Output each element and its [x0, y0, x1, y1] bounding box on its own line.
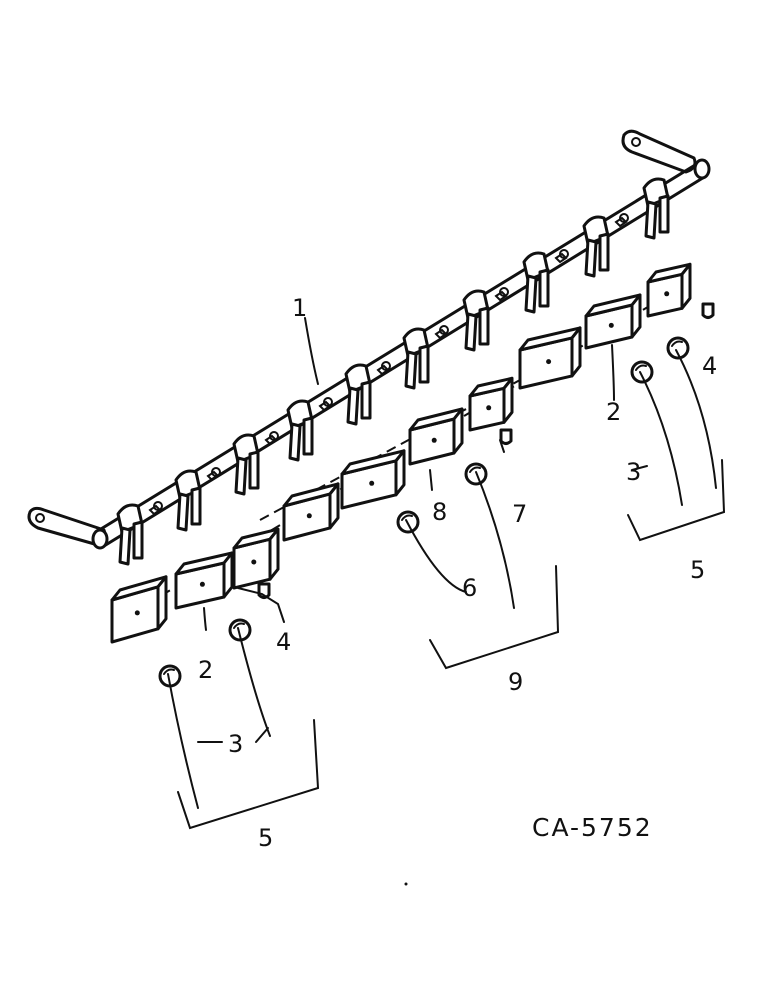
block-left-3 [232, 527, 280, 590]
pin-right-4 [701, 302, 715, 319]
pin-center-7 [499, 428, 513, 445]
fork-7 [462, 287, 509, 352]
block-left-1 [110, 575, 168, 644]
fork-8 [522, 249, 569, 314]
wear-blocks [110, 262, 692, 644]
callout-9: 9 [508, 668, 523, 696]
callout-2-left: 2 [198, 656, 213, 684]
block-center-1 [282, 482, 340, 542]
block-left-2 [174, 551, 234, 610]
speck [404, 882, 408, 886]
ball-parts [158, 302, 715, 688]
block-right-2 [584, 293, 642, 350]
callout-4-right: 4 [702, 352, 717, 380]
fork-1 [116, 501, 163, 566]
block-center-2 [340, 449, 406, 510]
callout-5-left: 5 [258, 824, 273, 852]
callout-1: 1 [292, 294, 307, 322]
callout-8: 8 [432, 498, 447, 526]
fork-10 [642, 177, 670, 240]
callout-3-left: 3 [228, 730, 243, 758]
ball-right-3 [630, 360, 654, 384]
block-center-4 [468, 376, 514, 432]
fork-5 [344, 361, 391, 426]
fork-9 [582, 213, 629, 278]
callout-6: 6 [462, 574, 477, 602]
callout-7: 7 [512, 500, 527, 528]
callout-2-right: 2 [606, 398, 621, 426]
figure-id: CA-5752 [532, 813, 653, 842]
ball-left-3b [228, 618, 252, 642]
leader-lines [167, 317, 726, 830]
fork-2 [174, 467, 221, 532]
block-center-3 [408, 407, 464, 466]
ball-left-3 [158, 664, 182, 688]
fork-4 [286, 397, 333, 462]
fork-6 [402, 325, 449, 390]
callout-3-right: 3 [626, 458, 641, 486]
callout-4-left: 4 [276, 628, 291, 656]
ball-right-3b [666, 336, 690, 360]
block-right-3 [646, 262, 692, 318]
fork-3 [232, 431, 279, 496]
block-right-1 [518, 326, 582, 390]
shaft-forks [116, 177, 670, 566]
callout-5-right: 5 [690, 556, 705, 584]
